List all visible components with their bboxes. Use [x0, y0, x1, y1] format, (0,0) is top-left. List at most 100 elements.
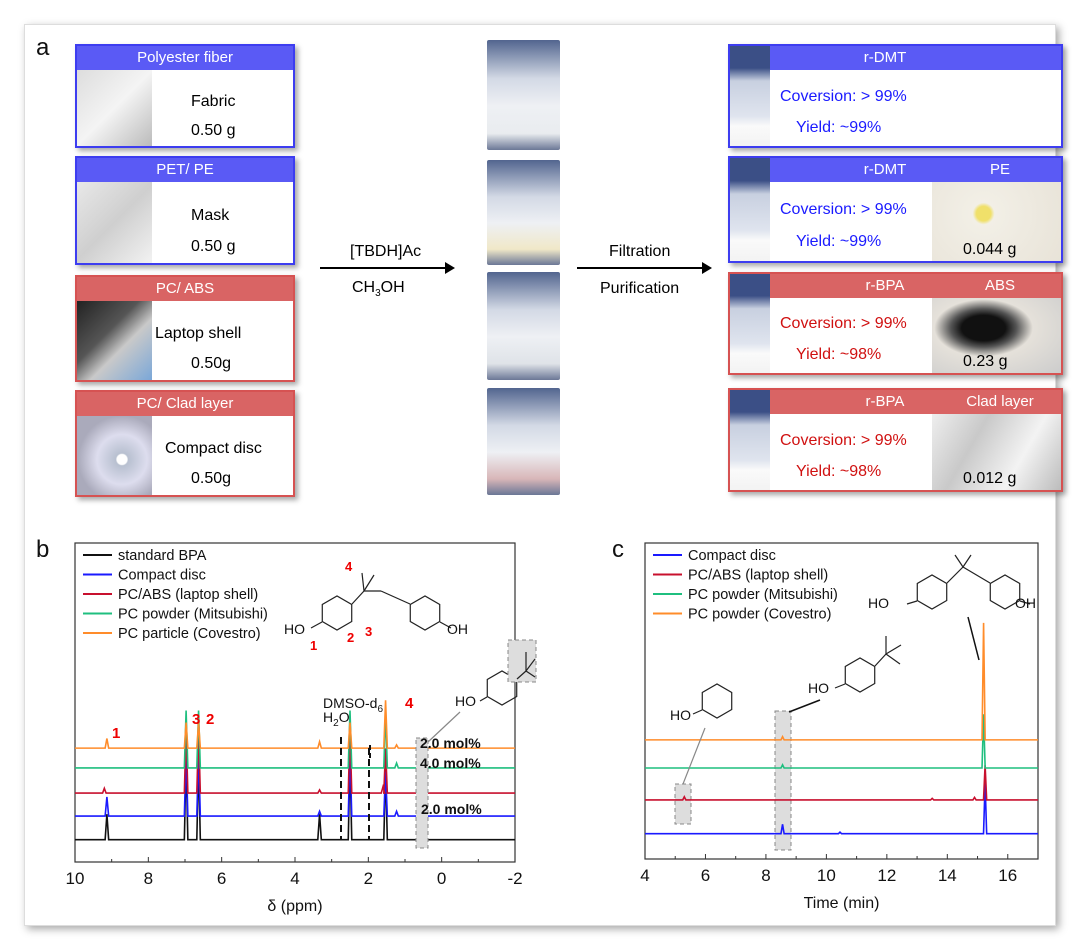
purification-label: Purification	[600, 280, 680, 297]
series-trace	[75, 752, 515, 817]
panel-b-label: b	[36, 536, 50, 563]
x-tick-label: 10	[66, 869, 85, 888]
bond-line	[525, 658, 536, 672]
series-trace	[75, 700, 515, 749]
legend-label: PC powder (Mitsubishi)	[118, 607, 268, 623]
product-vial-photo	[730, 46, 770, 146]
bond-line	[946, 566, 964, 584]
mol-percent-compact-disc: 2.0 mol%	[421, 801, 482, 817]
benzene-ring	[701, 683, 733, 719]
x-tick-label: 4	[640, 866, 649, 885]
yield-text: Yield: ~98%	[796, 346, 882, 364]
input-card-header: PC/ Clad layer	[77, 392, 293, 416]
residue-photo	[932, 414, 1061, 490]
yield-text: Yield: ~99%	[796, 232, 882, 250]
series-trace	[645, 765, 1038, 801]
legend-label: PC powder (Covestro)	[688, 607, 831, 623]
benzene-ring	[409, 595, 441, 631]
series-trace	[645, 783, 1038, 835]
product-vial-photo	[730, 390, 770, 490]
x-tick-label: 12	[877, 866, 896, 885]
bpa-oh: OH	[1015, 595, 1036, 611]
atom-label-1: 1	[310, 638, 317, 653]
legend-label: PC powder (Mitsubishi)	[688, 587, 838, 603]
bond-line	[885, 653, 901, 665]
water-label: H2O	[323, 709, 350, 729]
x-tick-label: 4	[290, 869, 299, 888]
panel-c-label: c	[612, 536, 624, 563]
product-vial-photo	[730, 274, 770, 373]
dmso-text: DMSO-d	[323, 695, 377, 711]
peak-label-1: 1	[112, 725, 120, 742]
residue-photo	[932, 182, 1061, 261]
benzene-ring	[989, 574, 1021, 610]
filtration-label: Filtration	[609, 243, 671, 260]
input-card-header: PET/ PE	[77, 158, 293, 182]
x-tick-label: 16	[998, 866, 1017, 885]
yield-text: Yield: ~99%	[796, 118, 882, 136]
product-name: r-DMT	[863, 161, 907, 178]
bond-line	[525, 670, 536, 678]
peak-label-4: 4	[405, 695, 414, 712]
separation-arrow	[577, 262, 712, 274]
bond-line	[834, 683, 846, 689]
bond-line	[427, 711, 461, 743]
legend-label: standard BPA	[118, 548, 207, 564]
bpa-oh: OH	[447, 621, 468, 637]
solvent-label: CH3OH	[352, 279, 405, 299]
dmso-sub: 6	[377, 704, 383, 715]
bond-line	[310, 621, 323, 629]
bond-line	[962, 554, 972, 568]
bond-line	[361, 572, 365, 592]
solvent-end: OH	[380, 279, 405, 296]
bond-line	[351, 590, 365, 605]
sample-mass: 0.50g	[191, 470, 232, 488]
product-name: r-BPA	[865, 393, 905, 410]
bond-line	[439, 621, 452, 629]
bond-line	[363, 574, 375, 592]
atom-label-2: 2	[347, 630, 354, 645]
x-tick-label: -2	[507, 869, 522, 888]
sample-photo	[77, 301, 152, 380]
input-card-header: PC/ ABS	[77, 277, 293, 301]
series-trace	[645, 714, 1038, 769]
residue-name: Clad layer	[966, 393, 1034, 410]
conversion-text: Coversion: > 99%	[780, 200, 907, 218]
sample-photo	[77, 70, 152, 146]
series-trace	[75, 729, 515, 794]
conversion-text: Coversion: > 99%	[780, 87, 907, 105]
residue-photo	[932, 298, 1061, 373]
residue-mass: 0.012 g	[963, 470, 1017, 487]
solvent-main: CH	[352, 279, 376, 296]
sample-mass: 0.50 g	[191, 237, 236, 255]
bond-line	[788, 699, 821, 713]
legend-label: PC/ABS (laptop shell)	[688, 568, 828, 584]
bond-line	[516, 670, 527, 680]
legend-label: PC particle (Covestro)	[118, 626, 261, 642]
benzene-ring	[844, 657, 876, 693]
highlight-box	[415, 737, 429, 849]
x-tick-label: 8	[761, 866, 770, 885]
bond-line	[479, 696, 488, 702]
product-name: r-BPA	[865, 277, 905, 294]
bond-line	[692, 709, 703, 715]
reaction-flask-photo	[487, 388, 560, 495]
reaction-flask-photo	[487, 272, 560, 380]
bond-line	[954, 554, 964, 568]
peak-label-2: 2	[206, 711, 214, 728]
water-label-part: 2	[333, 718, 339, 729]
atom-label-4: 4	[345, 559, 353, 574]
phenol-ho: HO	[670, 707, 691, 723]
legend-label: Compact disc	[688, 548, 776, 564]
sample-name: Mask	[191, 207, 230, 225]
product-name: r-DMT	[863, 49, 907, 66]
sample-name: Compact disc	[165, 440, 262, 458]
bond-line	[967, 616, 980, 661]
bond-line	[380, 590, 411, 605]
bpa-ho: HO	[868, 595, 889, 611]
input-card-header: Polyester fiber	[77, 46, 293, 70]
x-tick-label: 14	[938, 866, 957, 885]
